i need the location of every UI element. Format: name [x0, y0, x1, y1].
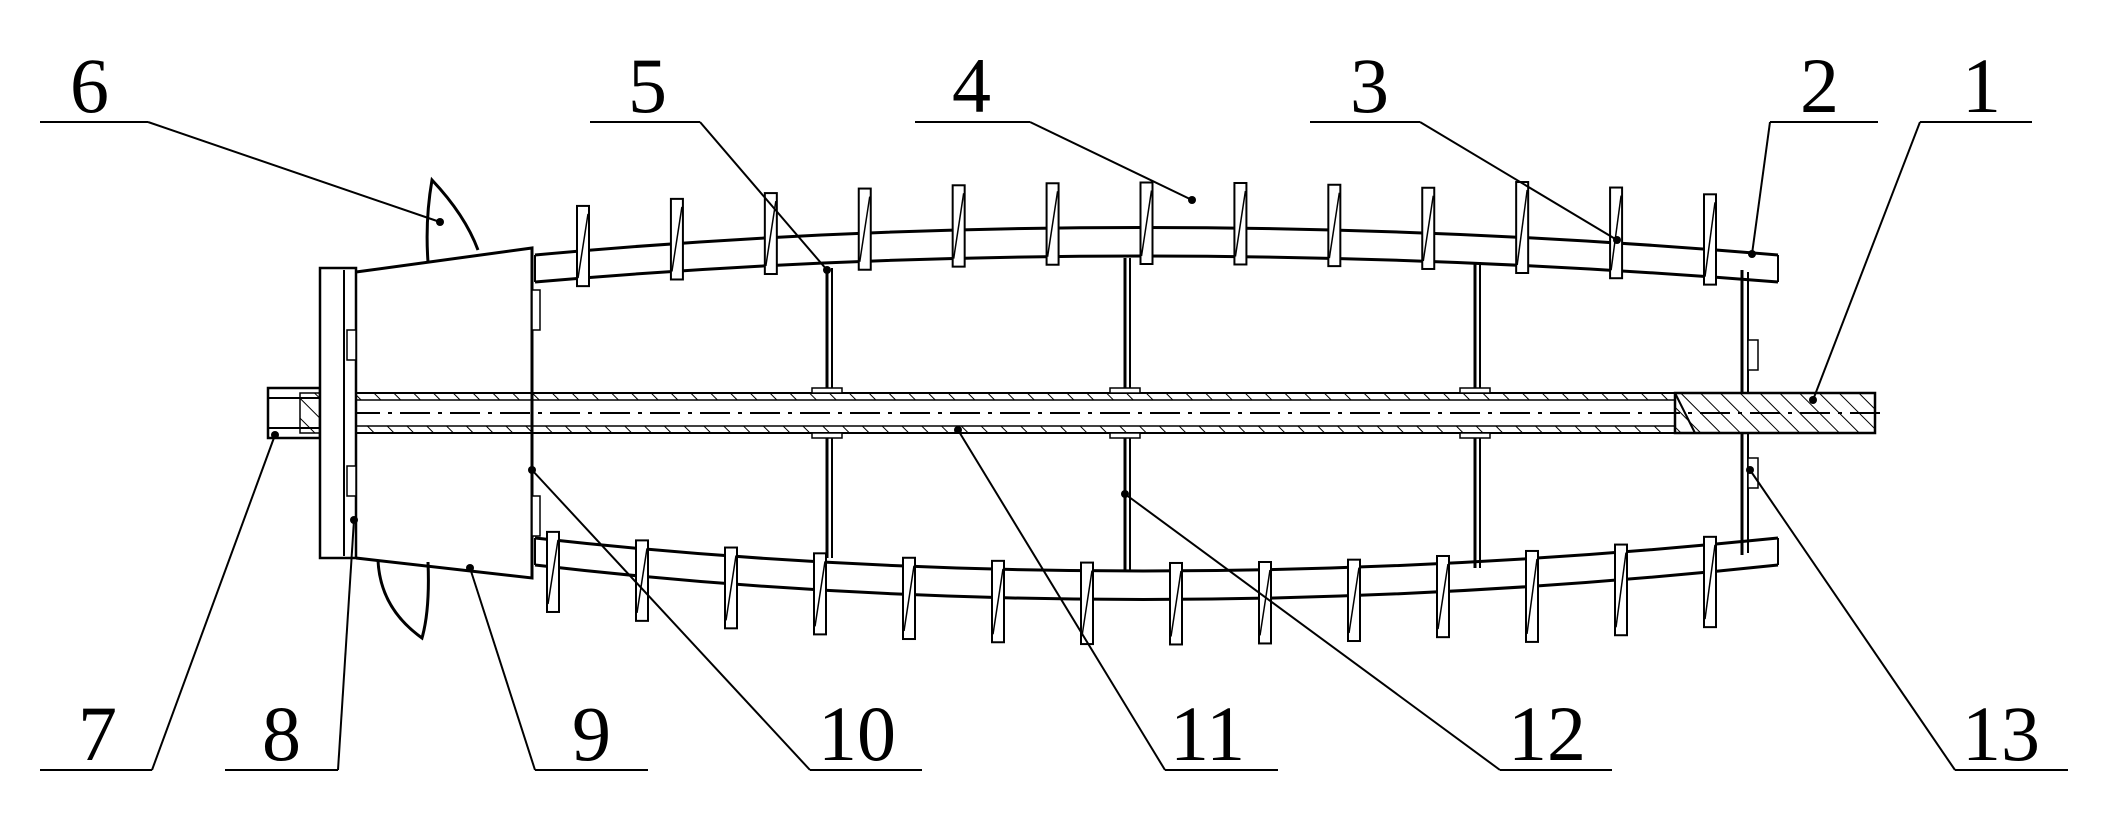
callout-4: 4 [952, 42, 991, 129]
cone-flange [531, 289, 541, 537]
lower-blade-3 [724, 546, 738, 630]
upper-blade-10 [1421, 186, 1436, 270]
lower-blade-10 [1347, 558, 1361, 643]
lower-blade-13 [1614, 543, 1628, 637]
callout-13: 13 [1962, 690, 2040, 777]
upper-blade-5 [951, 184, 966, 268]
lower-blade-9 [1258, 560, 1272, 645]
lower-blade-5 [902, 556, 916, 641]
callout-6: 6 [70, 42, 109, 129]
solid-shaft-end [1673, 391, 1877, 435]
central-shaft [300, 392, 1885, 434]
upper-drum-shell [534, 226, 1779, 284]
upper-blade-4 [857, 187, 872, 271]
upper-blade-9 [1327, 183, 1342, 268]
lower-blade-14 [1703, 535, 1717, 629]
lower-blade-7 [1080, 561, 1094, 646]
upper-blade-7 [1139, 181, 1154, 266]
callout-11: 11 [1170, 690, 1245, 777]
lower-blade-row [546, 530, 1717, 646]
lower-blade-6 [991, 559, 1005, 644]
lower-blade-12 [1525, 549, 1539, 643]
callout-9: 9 [572, 690, 611, 777]
upper-blade-6 [1045, 182, 1060, 266]
callout-3: 3 [1350, 42, 1389, 129]
lower-blade-4 [813, 552, 827, 636]
upper-blade-13 [1703, 193, 1717, 286]
upper-blade-2 [669, 197, 684, 281]
lower-blade-8 [1169, 561, 1183, 646]
left-end-plate [318, 266, 358, 560]
callout-labels: 6 5 4 3 2 1 7 8 9 10 11 12 13 [70, 42, 2040, 777]
upper-blade-11 [1515, 181, 1530, 275]
upper-blade-12 [1609, 186, 1624, 280]
lower-blade-11 [1436, 554, 1450, 639]
left-hub [266, 386, 322, 440]
upper-blade-row [576, 181, 1717, 288]
callout-5: 5 [628, 42, 667, 129]
callout-12: 12 [1508, 690, 1586, 777]
callout-1: 1 [1962, 42, 2001, 129]
spiral-flight [376, 176, 480, 641]
callout-10: 10 [818, 690, 896, 777]
upper-blade-1 [576, 204, 590, 288]
bulkheads [811, 258, 1491, 570]
lower-blade-1 [546, 530, 560, 613]
lower-blade-2 [635, 539, 649, 622]
leader-lines [40, 121, 2068, 771]
callout-7: 7 [78, 690, 117, 777]
callout-8: 8 [262, 690, 301, 777]
callout-2: 2 [1800, 42, 1839, 129]
upper-blade-3 [763, 192, 778, 276]
upper-blade-8 [1233, 182, 1248, 266]
lower-drum-shell [534, 536, 1779, 601]
